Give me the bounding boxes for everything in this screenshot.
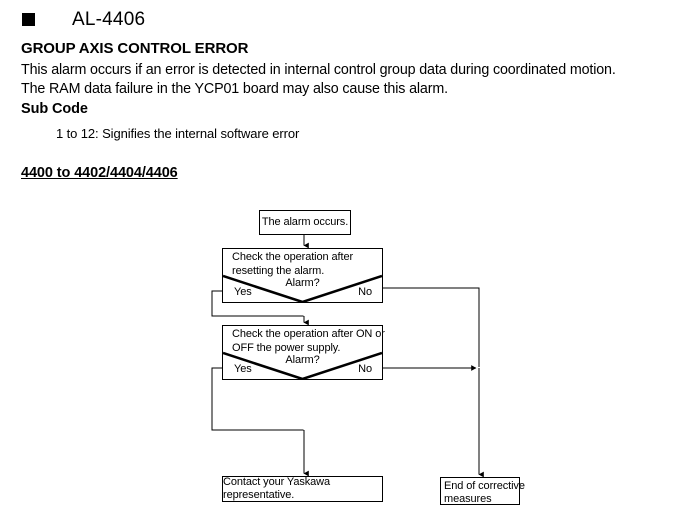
alarm-heading: AL-4406 <box>22 6 145 32</box>
range-heading: 4400 to 4402/4404/4406 <box>21 165 178 181</box>
flow-decision-reset-alarm-text: Check the operation after resetting the … <box>232 251 353 278</box>
flow-decision-power-cycle: Check the operation after ON or OFF the … <box>222 325 385 380</box>
flow-decision-reset-alarm-yes: Yes <box>234 286 252 298</box>
alarm-description-line-1: This alarm occurs if an error is detecte… <box>21 62 616 78</box>
flow-node-end-line-2: measures <box>444 493 492 505</box>
flow-decision-power-cycle-line-1: Check the operation after ON or <box>232 328 385 340</box>
alarm-description: This alarm occurs if an error is detecte… <box>21 61 681 98</box>
page-title: GROUP AXIS CONTROL ERROR <box>21 40 249 57</box>
flow-decision-reset-alarm-line-2: resetting the alarm. <box>232 264 325 277</box>
flow-node-end-line-1: End of corrective <box>444 480 525 492</box>
flow-decision-power-cycle-question: Alarm? <box>285 354 320 366</box>
alarm-description-line-2: The RAM data failure in the YCP01 board … <box>21 80 448 97</box>
flow-node-alarm-occurs: The alarm occurs. <box>259 210 351 235</box>
filled-square-bullet-icon <box>22 12 35 26</box>
flow-node-alarm-occurs-label: The alarm occurs. <box>261 216 349 228</box>
alarm-code: AL-4406 <box>72 8 146 30</box>
flow-decision-power-cycle-line-2: OFF the power supply. <box>232 341 341 354</box>
flow-decision-power-cycle-no: No <box>358 363 372 375</box>
flow-decision-power-cycle-text: Check the operation after ON or OFF the … <box>232 328 385 355</box>
flow-decision-reset-alarm-question: Alarm? <box>285 277 320 289</box>
sub-code-value: 1 to 12: Signifies the internal software… <box>56 126 300 141</box>
flow-decision-reset-alarm-no: No <box>358 286 372 298</box>
flow-decision-reset-alarm: Check the operation after resetting the … <box>222 248 383 303</box>
flow-decision-reset-alarm-line-1: Check the operation after <box>232 251 354 263</box>
flow-node-contact-representative-label: Contact your Yaskawa representative. <box>223 476 331 501</box>
flow-decision-power-cycle-yes: Yes <box>234 363 252 375</box>
flow-node-end-of-corrective-measures: End of corrective measures <box>440 477 525 505</box>
sub-code-label: Sub Code <box>21 101 88 117</box>
flow-node-contact-representative: Contact your Yaskawa representative. <box>222 476 383 502</box>
